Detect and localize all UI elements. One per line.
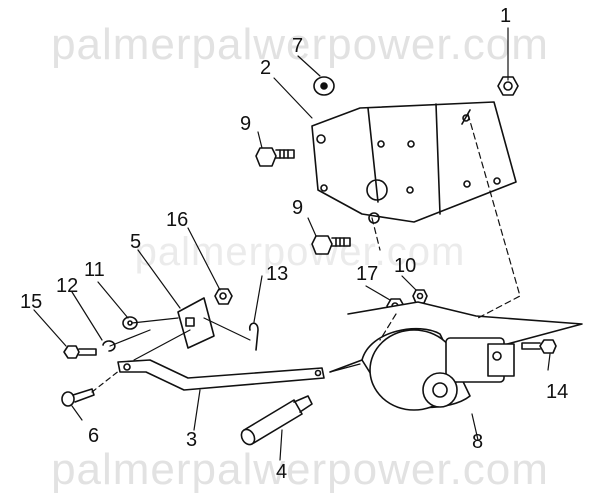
- callout-13: 13: [266, 263, 289, 285]
- bracket-part-2: [311, 101, 517, 224]
- callout-8: 8: [472, 431, 484, 453]
- callout-2: 2: [260, 57, 272, 79]
- bolt-part-14: [521, 339, 557, 354]
- solenoid-part-8: [329, 301, 583, 411]
- watermark-middle: palmerpower.com: [134, 230, 466, 274]
- washer-part-7: [313, 76, 335, 96]
- nut-part-10: [412, 289, 428, 304]
- bolt-part-9-upper: [255, 147, 295, 167]
- watermark-bottom: palmerpalwerpower.com: [51, 445, 549, 494]
- nut-part-16: [214, 288, 233, 305]
- callout-4: 4: [276, 461, 288, 483]
- lever-part-3: [117, 359, 325, 391]
- plate-part-5: [177, 297, 215, 349]
- leader-lines: [33, 27, 551, 461]
- callout-1: 1: [500, 5, 512, 27]
- callout-6: 6: [88, 425, 100, 447]
- callout-3: 3: [186, 429, 198, 451]
- callout-10: 10: [394, 255, 417, 277]
- callout-15: 15: [20, 291, 43, 313]
- bolt-part-9-lower: [311, 235, 351, 255]
- pin-part-6: [61, 388, 95, 407]
- bolt-part-15: [63, 345, 97, 359]
- callout-12: 12: [56, 275, 79, 297]
- callout-7: 7: [292, 35, 304, 57]
- callout-9-upper: 9: [240, 113, 252, 135]
- spring-washer-part-12: [102, 340, 116, 352]
- callout-14: 14: [546, 381, 569, 403]
- callout-9-lower: 9: [292, 197, 304, 219]
- callout-5: 5: [130, 231, 142, 253]
- callout-16: 16: [166, 209, 189, 231]
- watermark-top: palmerpalwerpower.com: [51, 20, 549, 69]
- rod-part-4: [240, 395, 313, 446]
- clip-part-13: [248, 322, 259, 351]
- nut-part-1: [497, 76, 519, 96]
- callout-11: 11: [84, 259, 105, 281]
- callout-17: 17: [356, 263, 379, 285]
